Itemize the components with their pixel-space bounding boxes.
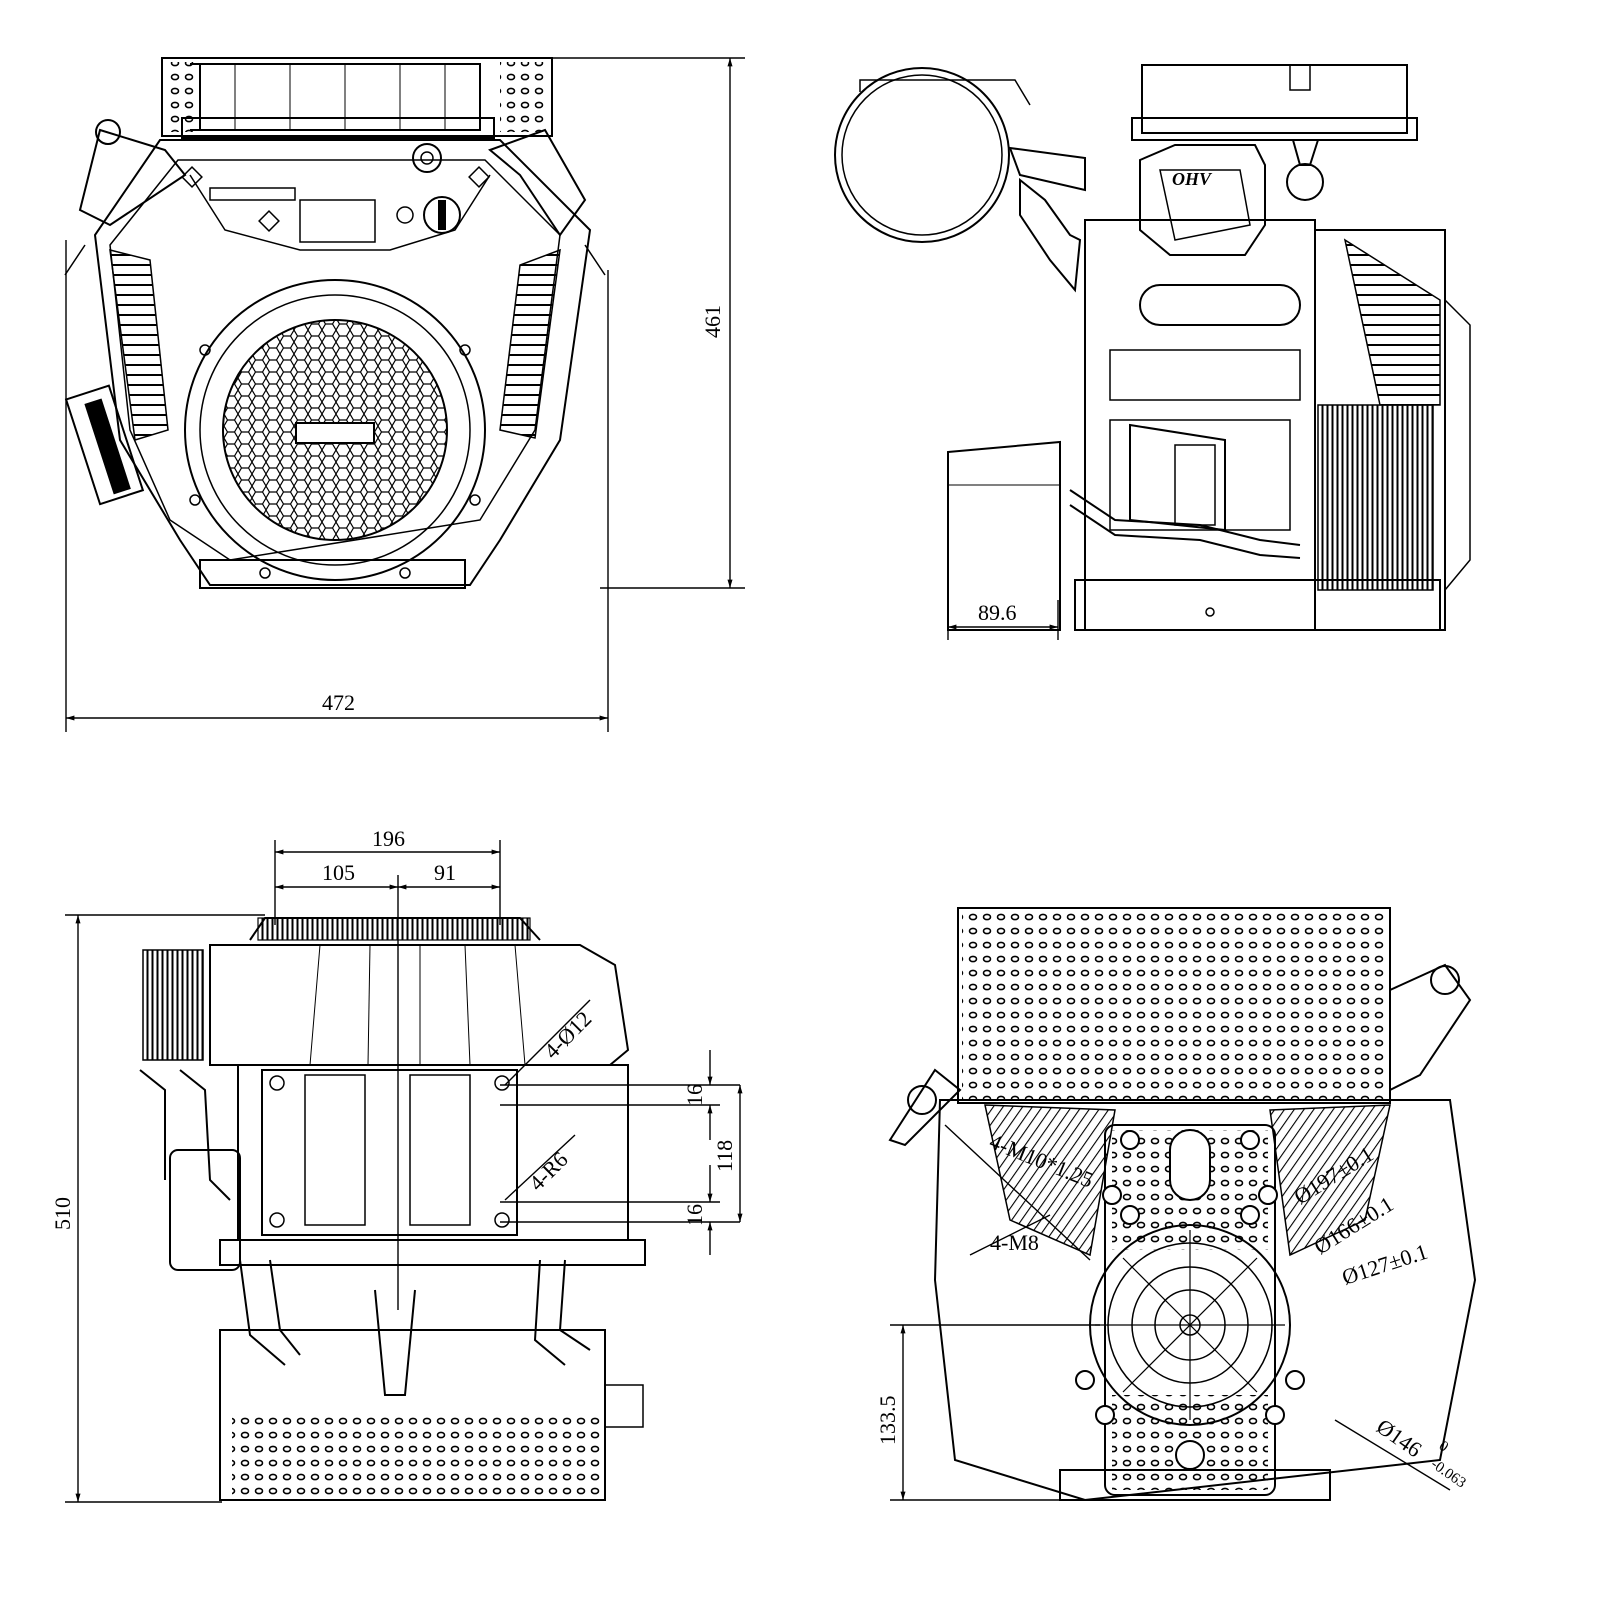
side-view: OHV — [834, 64, 1471, 640]
dim-slot-span: 118 — [712, 1140, 737, 1172]
dim-overall-height: 461 — [700, 305, 725, 338]
dim-bolt-thread: 4-M8 — [990, 1230, 1039, 1255]
dim-pilot-tol-lower: -0.063 — [1428, 1456, 1469, 1491]
dim-radius: 4-R6 — [524, 1147, 573, 1196]
dim-bolt-circle-127: Ø127±0.1 — [1339, 1239, 1431, 1290]
dim-mount-left: 105 — [322, 860, 355, 885]
dim-mount-span: 196 — [372, 826, 405, 851]
dim-air-filter-offset: 89.6 — [978, 600, 1017, 625]
dim-hole-spacing-bottom: 16 — [682, 1204, 707, 1226]
dim-pilot-diameter: Ø146 — [1372, 1414, 1426, 1463]
dim-pilot-tol-upper: 0 — [1436, 1438, 1451, 1455]
dim-holes: 4-Ø12 — [539, 1006, 596, 1063]
dim-shaft-height: 133.5 — [875, 1396, 900, 1446]
front-view — [64, 57, 745, 732]
dim-overall-height-top: 510 — [50, 1197, 75, 1230]
top-view — [65, 840, 743, 1503]
dim-hole-spacing-top: 16 — [682, 1084, 707, 1106]
flange-view — [888, 907, 1477, 1502]
dim-overall-width: 472 — [322, 690, 355, 715]
valve-cover-logo: OHV — [1172, 169, 1213, 189]
dim-mount-right: 91 — [434, 860, 456, 885]
